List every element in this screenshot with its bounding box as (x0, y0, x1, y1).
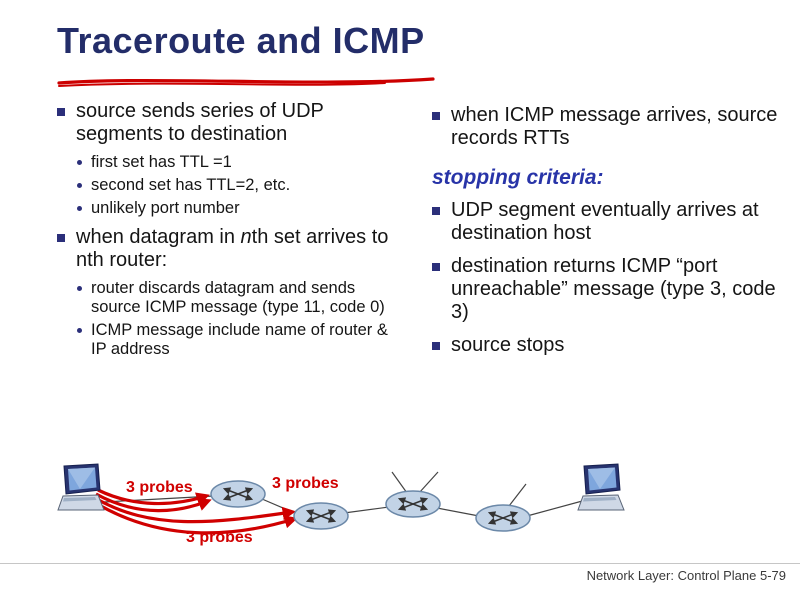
dot-bullet-icon (77, 160, 82, 165)
square-bullet-icon (432, 112, 440, 120)
page-title: Traceroute and ICMP (57, 20, 425, 61)
list-item: destination returns ICMP “port unreachab… (432, 255, 782, 324)
left-column: source sends series of UDP segments to d… (57, 100, 402, 363)
bullet-text: unlikely port number (91, 198, 240, 217)
bullet-text: UDP segment eventually arrives at destin… (451, 199, 759, 244)
square-bullet-icon (432, 342, 440, 350)
square-bullet-icon (432, 263, 440, 271)
dot-bullet-icon (77, 285, 82, 291)
list-item: second set has TTL=2, etc. (77, 176, 402, 195)
bullet-text: when ICMP message arrives, source record… (451, 104, 778, 149)
router-icon (386, 491, 440, 517)
probe-label: 3 probes (126, 479, 193, 496)
list-item: router discards datagram and sends sourc… (77, 279, 402, 317)
bullet-text: source stops (451, 334, 565, 356)
bullet-text: router discards datagram and sends sourc… (91, 278, 385, 316)
router-icon (211, 481, 265, 507)
probe-label: 3 probes (272, 475, 339, 492)
list-item: ICMP message include name of router & IP… (77, 321, 402, 359)
destination-host-icon (577, 463, 625, 511)
footer-divider (0, 563, 800, 564)
list-item: when ICMP message arrives, source record… (432, 104, 782, 150)
network-diagram: 3 probes 3 probes 3 probes (0, 450, 800, 562)
list-item: unlikely port number (77, 199, 402, 218)
title-underline-squiggle (57, 77, 435, 87)
list-item: source sends series of UDP segments to d… (57, 100, 402, 146)
bullet-text: when datagram in nth set arrives to nth … (76, 225, 389, 271)
square-bullet-icon (432, 207, 440, 215)
dot-bullet-icon (77, 182, 82, 188)
source-host-icon (57, 463, 105, 511)
list-item: source stops (432, 334, 782, 357)
router-icon (294, 503, 348, 529)
bullet-text: second set has TTL=2, etc. (91, 175, 291, 194)
list-item: UDP segment eventually arrives at destin… (432, 199, 782, 245)
right-column: when ICMP message arrives, source record… (432, 104, 782, 367)
dot-bullet-icon (77, 205, 82, 211)
slide-footer: Network Layer: Control Plane 5-79 (586, 568, 786, 583)
square-bullet-icon (57, 233, 65, 242)
square-bullet-icon (57, 108, 65, 116)
bullet-text: first set has TTL =1 (91, 153, 232, 171)
probe-label: 3 probes (186, 529, 253, 546)
dot-bullet-icon (77, 327, 82, 333)
list-item: when datagram in nth set arrives to nth … (57, 226, 402, 272)
bullet-text: source sends series of UDP segments to d… (76, 100, 324, 145)
bullet-text: ICMP message include name of router & IP… (91, 320, 388, 358)
stopping-criteria-heading: stopping criteria: (432, 166, 604, 189)
probe-arrows (93, 488, 298, 535)
router-icon (476, 505, 530, 531)
bullet-text: destination returns ICMP “port unreachab… (451, 255, 776, 323)
list-item: first set has TTL =1 (77, 153, 402, 172)
